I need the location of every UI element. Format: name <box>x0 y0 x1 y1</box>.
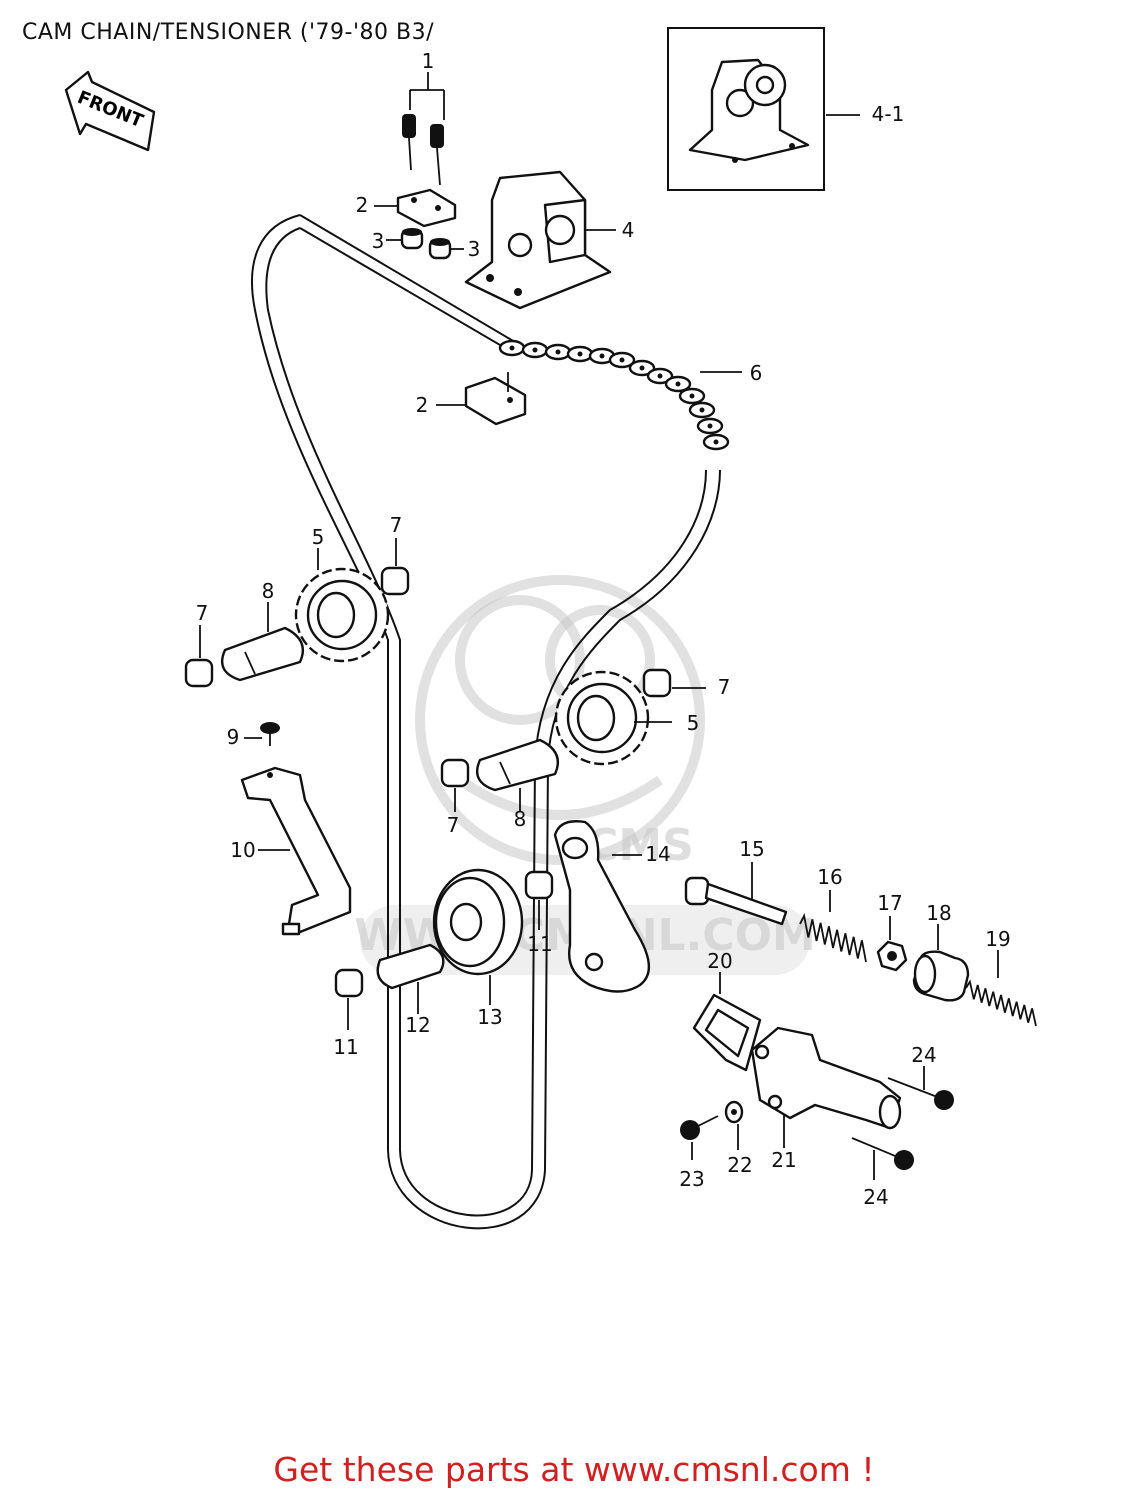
callout-18: 18 <box>926 901 951 925</box>
damper-3-left <box>400 228 424 250</box>
callout-4: 4 <box>622 218 635 242</box>
damper-7-top <box>380 566 410 596</box>
callout-2-bottom: 2 <box>416 393 429 417</box>
washer-22 <box>724 1100 744 1124</box>
chain-pin <box>599 353 605 359</box>
chain-pin <box>509 345 515 351</box>
callout-21: 21 <box>771 1148 796 1172</box>
chain-pin <box>532 347 538 353</box>
callout-17: 17 <box>877 891 902 915</box>
guide-shoe-8-upper <box>220 626 305 682</box>
chain-pin <box>675 381 681 387</box>
damper-7-middle <box>440 758 470 788</box>
chain-pin <box>689 393 695 399</box>
callout-11-upper: 11 <box>527 932 552 956</box>
callout-3-right: 3 <box>468 237 481 261</box>
spring-19 <box>965 979 1037 1027</box>
bracket-10 <box>240 766 352 936</box>
bolt-9-icon <box>260 722 280 746</box>
damper-11-lower <box>334 968 364 998</box>
callout-7-left: 7 <box>196 601 209 625</box>
damper-3-right <box>428 238 452 260</box>
collar-18 <box>912 950 970 1002</box>
tensioner-housing-21 <box>750 1026 902 1130</box>
chain-pin <box>713 439 719 445</box>
damper-7-right <box>642 668 672 698</box>
bolt-23-icon <box>680 1115 719 1140</box>
chain-pin <box>707 423 713 429</box>
front-arrow-icon: FRONT <box>64 70 156 152</box>
callout-7-top: 7 <box>390 513 403 537</box>
chain-pin <box>577 351 583 357</box>
callout-7-right: 7 <box>718 675 731 699</box>
inset-box <box>667 27 825 191</box>
guide-shoe-12 <box>376 943 445 990</box>
chain-pin <box>555 349 561 355</box>
callout-7-middle: 7 <box>447 813 460 837</box>
chain-pin <box>619 357 625 363</box>
sprocket-5-upper <box>294 567 390 663</box>
cam-chain-guide-4 <box>464 170 612 310</box>
bolt-24-upper-icon <box>887 1077 954 1110</box>
guide-shoe-8-lower <box>475 738 560 792</box>
watermark-logo-text: CMS <box>586 820 694 871</box>
callout-22: 22 <box>727 1153 752 1177</box>
callout-24-lower: 24 <box>863 1185 888 1209</box>
clamp-2-bottom <box>464 376 527 426</box>
callout-11-lower: 11 <box>333 1035 358 1059</box>
callout-5-lower: 5 <box>687 711 700 735</box>
callout-20: 20 <box>707 949 732 973</box>
callout-12: 12 <box>405 1013 430 1037</box>
clamp-2-top <box>396 188 457 228</box>
callout-6: 6 <box>750 361 763 385</box>
bolt-1-icon <box>402 114 444 186</box>
callout-1: 1 <box>422 49 435 73</box>
sprocket-5-lower <box>554 670 650 766</box>
cam-chain-guide-inset <box>688 58 810 163</box>
gasket-20 <box>692 993 762 1072</box>
callout-16: 16 <box>817 865 842 889</box>
callout-15: 15 <box>739 837 764 861</box>
callout-8-lower: 8 <box>514 807 527 831</box>
callout-23: 23 <box>679 1167 704 1191</box>
tensioner-arm-14 <box>553 820 651 993</box>
chain-pin <box>699 407 705 413</box>
diagram-title: CAM CHAIN/TENSIONER ('79-'80 B3/ <box>22 20 434 45</box>
damper-11-upper <box>524 870 554 900</box>
callout-3-left: 3 <box>372 229 385 253</box>
callout-9: 9 <box>227 725 240 749</box>
callout-19: 19 <box>985 927 1010 951</box>
spring-16 <box>799 913 867 963</box>
callout-5-upper: 5 <box>312 525 325 549</box>
callout-4-1: 4-1 <box>872 102 905 126</box>
bolt-24-lower-icon <box>851 1137 914 1170</box>
pin-15 <box>684 876 788 926</box>
nut-17 <box>876 940 908 972</box>
chain-links <box>498 339 730 451</box>
callout-2-top: 2 <box>356 193 369 217</box>
callout-10: 10 <box>230 838 255 862</box>
callout-14: 14 <box>645 842 670 866</box>
cam-chain <box>251 214 721 1230</box>
damper-7-left <box>184 658 214 688</box>
callout-24-upper: 24 <box>911 1043 936 1067</box>
chain-pin <box>639 365 645 371</box>
footer-link-text[interactable]: Get these parts at www.cmsnl.com ! <box>273 1450 875 1489</box>
parts-diagram: WWW.CMSNL.COM CMS FRONT <box>64 27 1037 1230</box>
roller-13 <box>432 868 524 976</box>
chain-pin <box>657 373 663 379</box>
callout-8-upper: 8 <box>262 579 275 603</box>
callout-13: 13 <box>477 1005 502 1029</box>
